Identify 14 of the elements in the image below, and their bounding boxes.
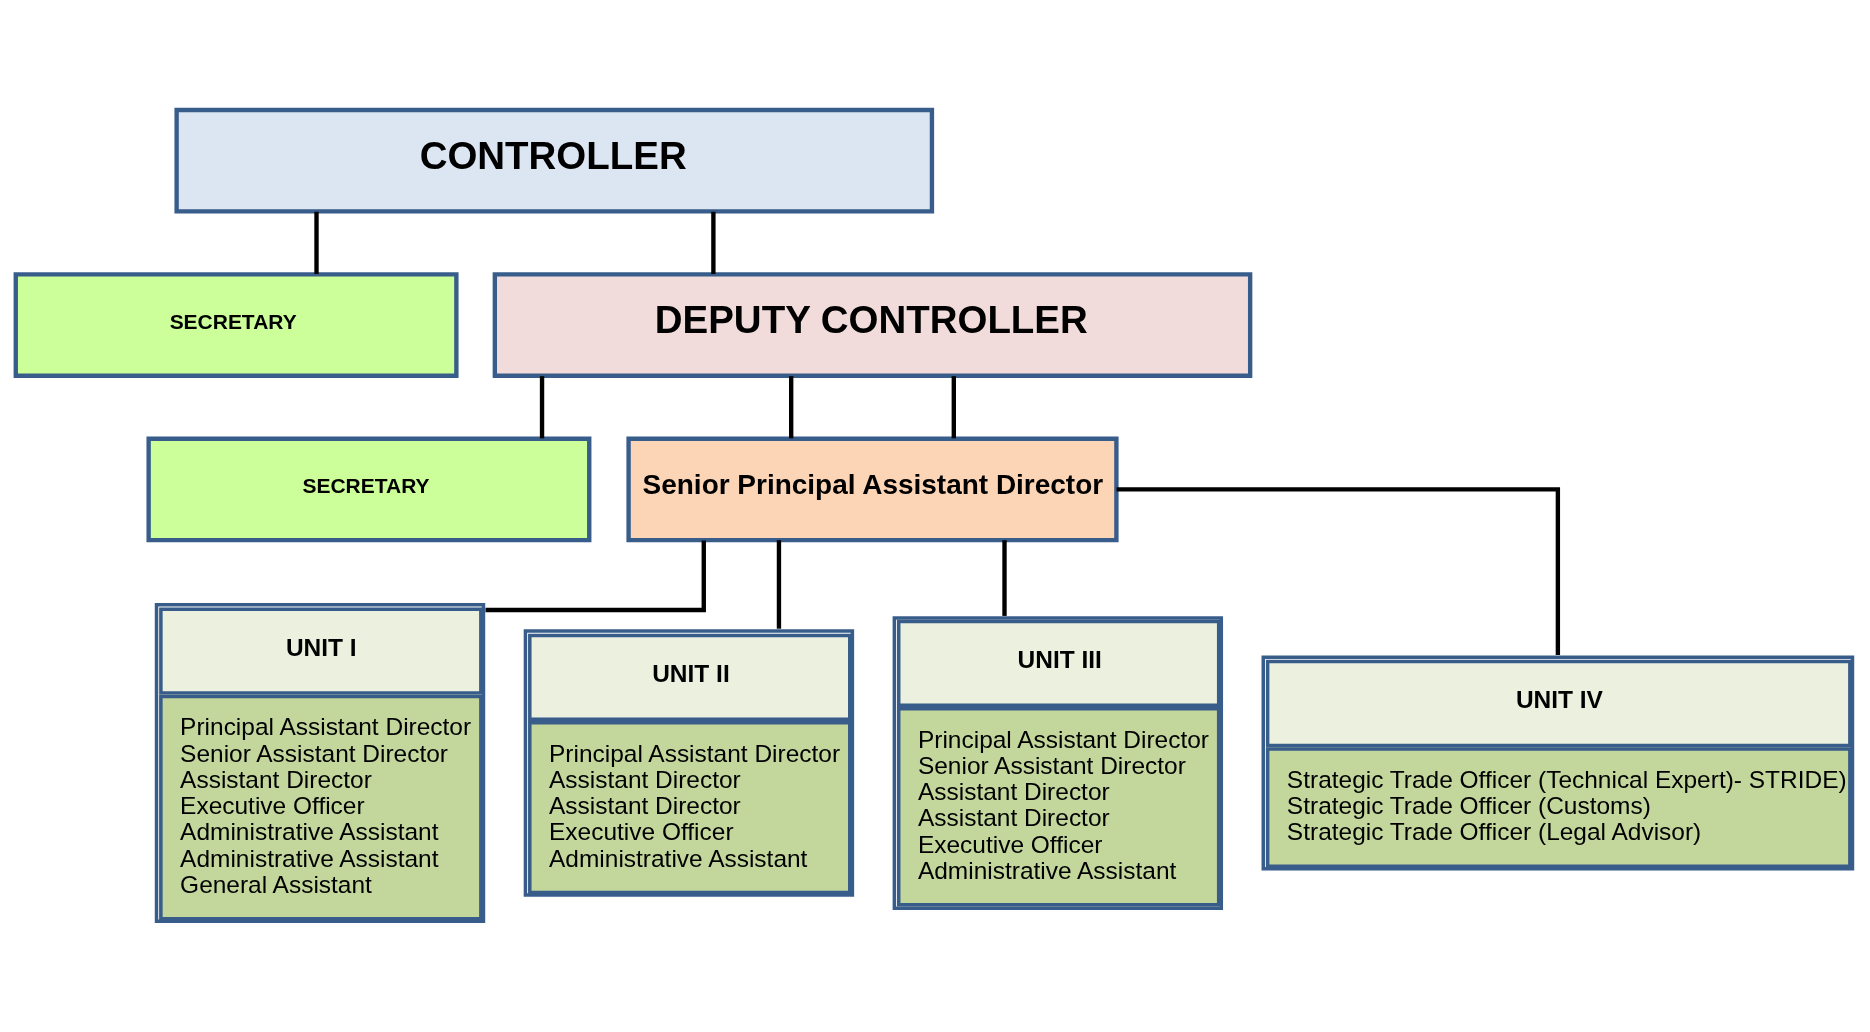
connector [1116,486,1561,655]
node-box: SECRETARY [146,436,592,542]
connector [314,211,319,274]
connector [951,375,956,438]
node-box: DEPUTY CONTROLLER [492,271,1253,378]
connector [1002,539,1007,616]
connector [539,375,545,438]
node-box: CONTROLLER [174,107,935,214]
connector [485,540,706,612]
connector [789,375,794,438]
connector [711,211,716,274]
connector [776,539,782,629]
node-box: Senior Principal Assistant Director [626,436,1119,542]
node-box: SECRETARY [13,271,459,378]
